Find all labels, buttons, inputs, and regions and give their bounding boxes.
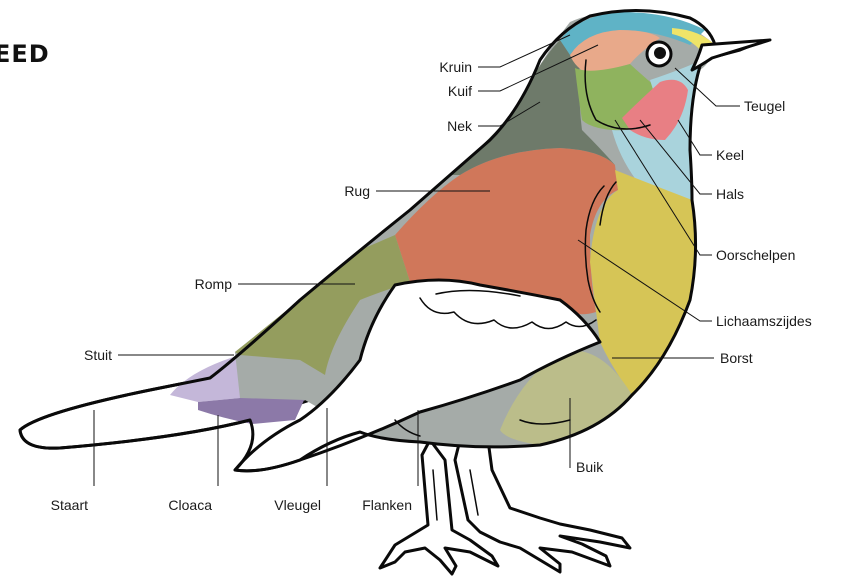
label-oorschelpen: Oorschelpen — [716, 247, 795, 263]
label-vleugel: Vleugel — [274, 497, 321, 513]
label-lichaamszijdes: Lichaamszijdes — [716, 313, 812, 329]
label-buik: Buik — [576, 459, 604, 475]
label-borst: Borst — [720, 350, 753, 366]
label-staart: Staart — [51, 497, 88, 513]
label-stuit: Stuit — [84, 347, 112, 363]
pupil — [654, 47, 666, 59]
label-rug: Rug — [344, 183, 370, 199]
label-flanken: Flanken — [362, 497, 412, 513]
label-romp: Romp — [195, 276, 233, 292]
label-kruin: Kruin — [439, 59, 472, 75]
label-hals: Hals — [716, 186, 744, 202]
label-teugel: Teugel — [744, 98, 785, 114]
label-keel: Keel — [716, 147, 744, 163]
label-cloaca: Cloaca — [168, 497, 212, 513]
label-kuif: Kuif — [448, 83, 472, 99]
label-nek: Nek — [447, 118, 473, 134]
diagram-title: EED — [0, 40, 50, 68]
